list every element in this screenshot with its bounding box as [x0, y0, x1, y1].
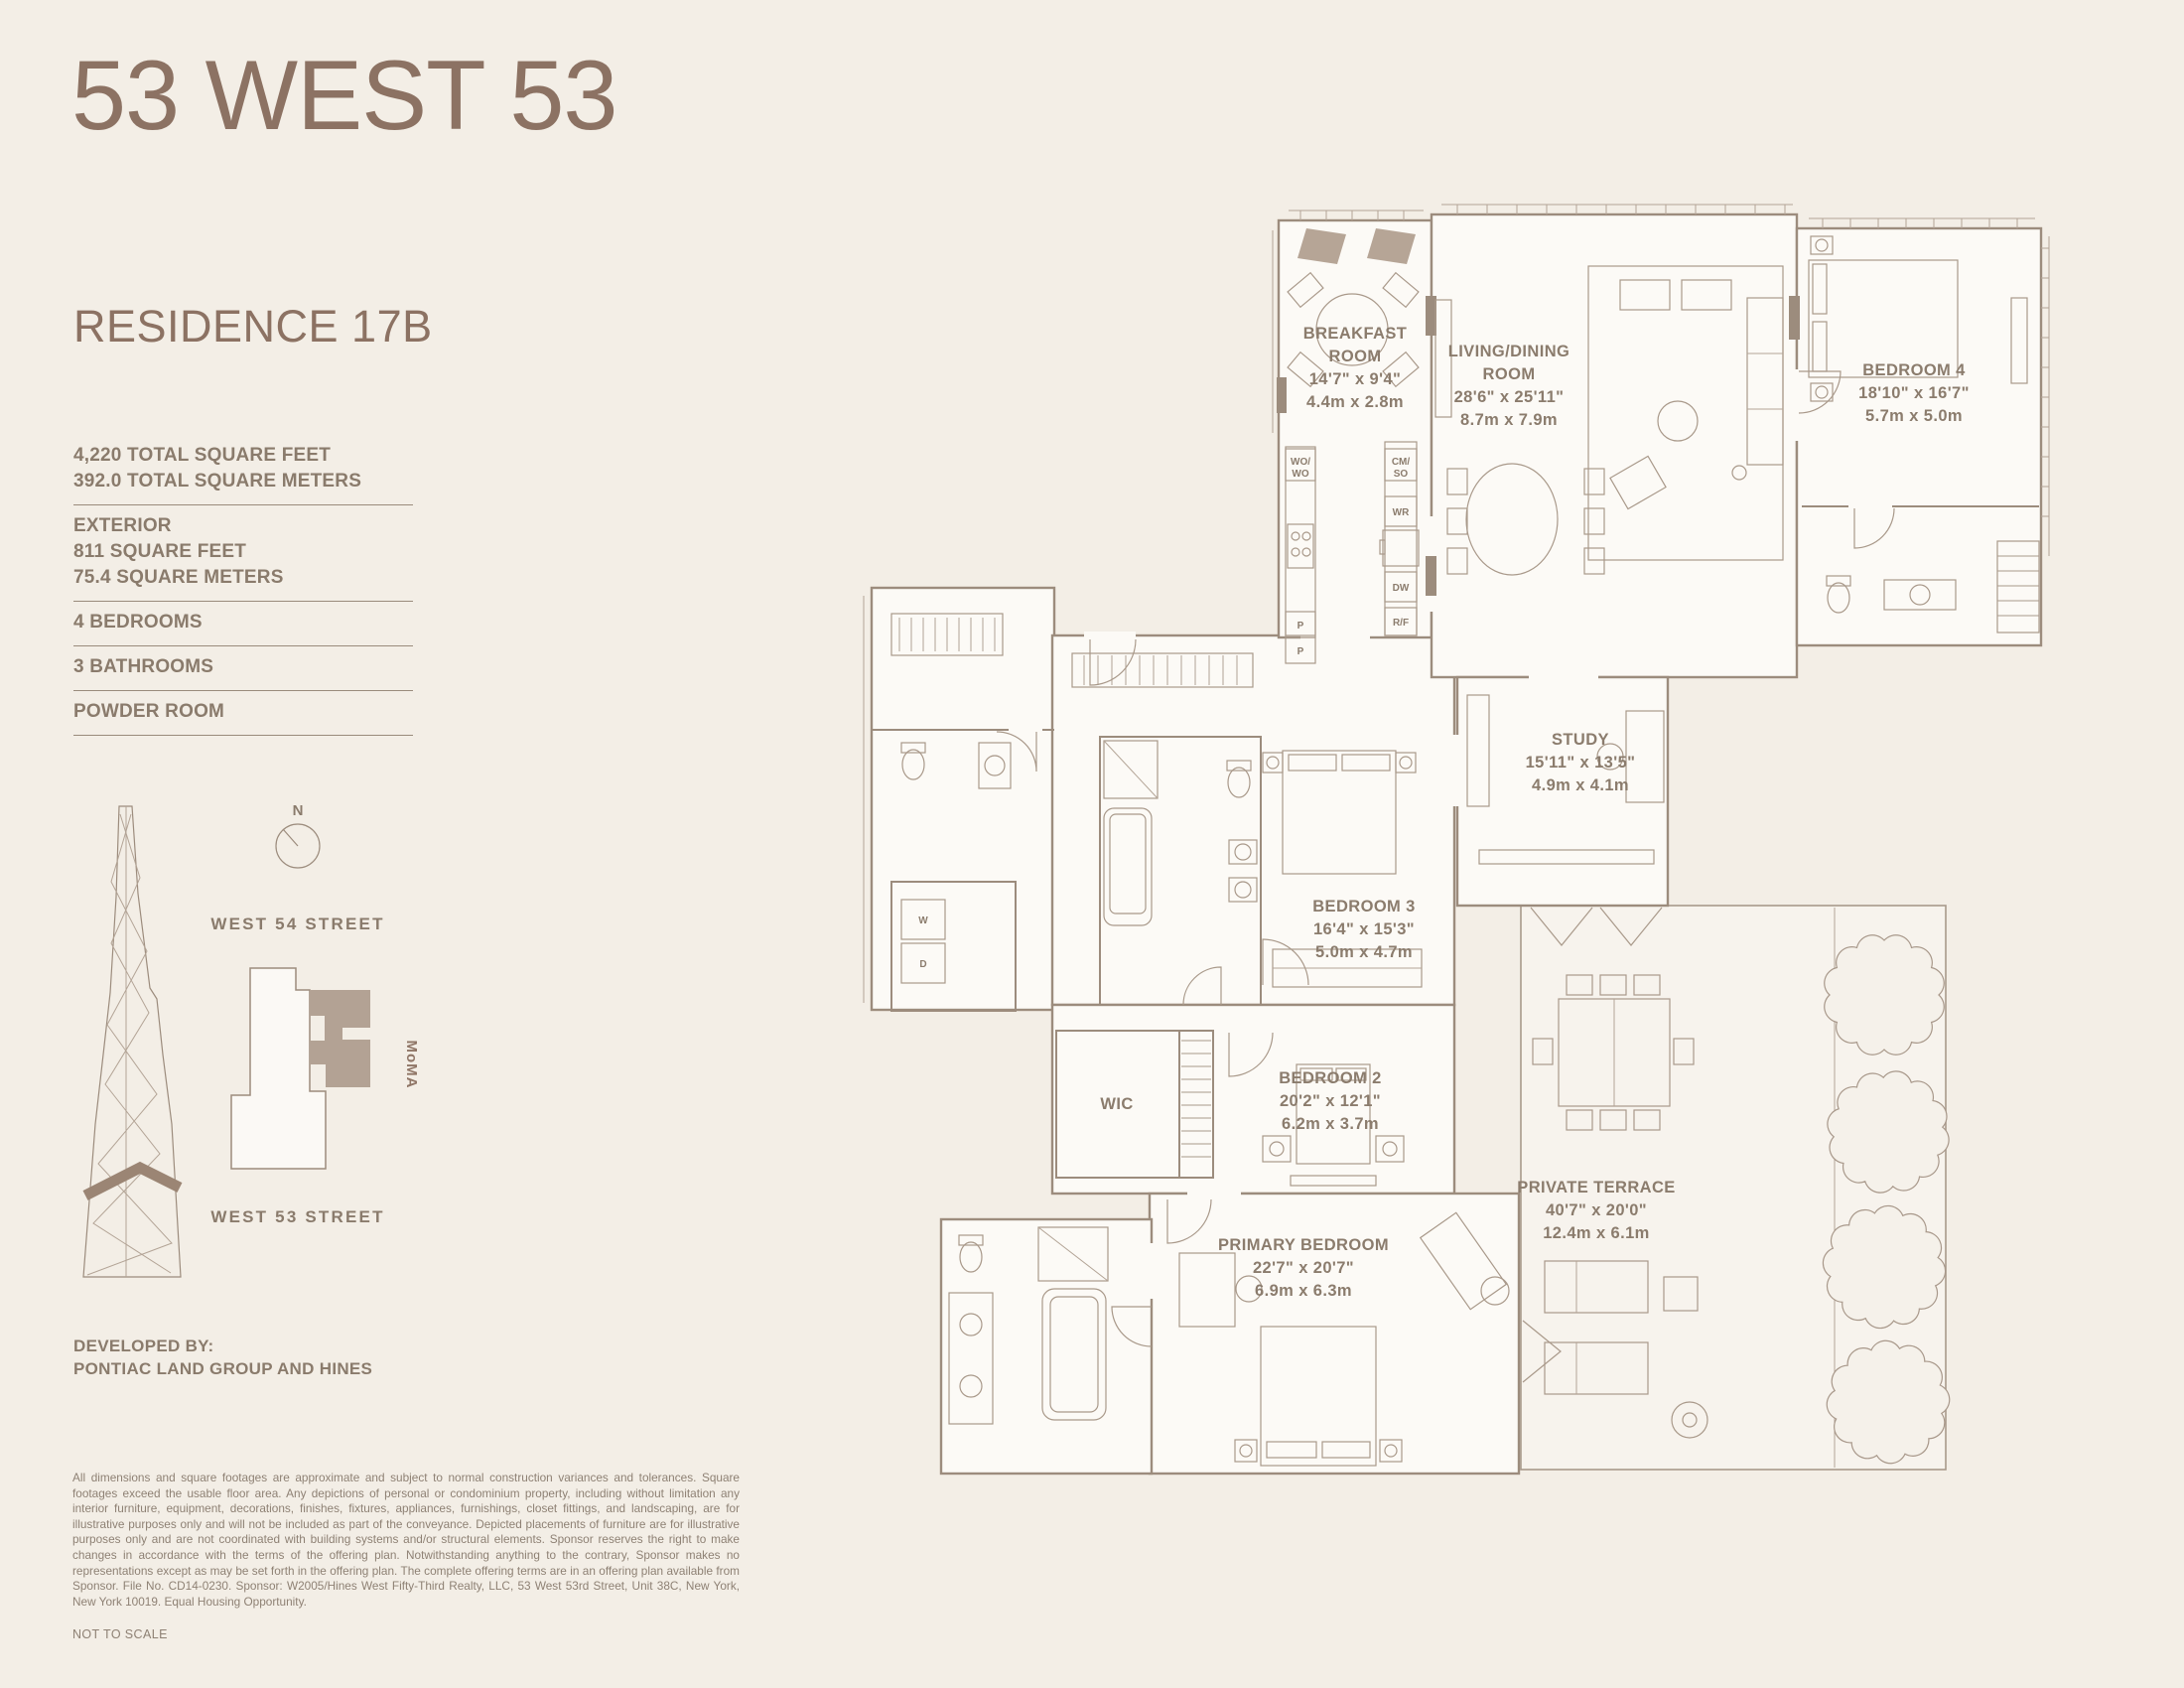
label-dishwasher: DW	[1393, 583, 1410, 594]
room-dims-ft: 18'10" x 16'7"	[1858, 384, 1970, 402]
unit-highlight	[310, 990, 370, 1087]
window-lines	[863, 204, 2050, 1003]
developer-block: DEVELOPED BY: PONTIAC LAND GROUP AND HIN…	[73, 1335, 372, 1380]
columns	[1277, 228, 1800, 596]
legal-disclaimer: All dimensions and square footages are a…	[72, 1471, 740, 1609]
compass-icon: N	[275, 802, 321, 869]
room-dims-ft: 22'7" x 20'7"	[1253, 1259, 1354, 1277]
street-label-west53: WEST 53 STREET	[210, 1207, 384, 1226]
label-dryer: D	[919, 959, 926, 970]
street-label-west54: WEST 54 STREET	[210, 914, 384, 933]
room-dims-m: 6.9m x 6.3m	[1255, 1282, 1352, 1300]
furniture-breakfast	[1287, 271, 1420, 388]
room-label-living-2: ROOM	[1483, 365, 1536, 383]
fixtures-powder	[900, 742, 1012, 789]
fixtures-primary-bath	[948, 1226, 1109, 1425]
room-label-bedroom2: BEDROOM 2	[1279, 1069, 1382, 1087]
room-dims-m: 4.9m x 4.1m	[1532, 776, 1629, 794]
site-footprint	[230, 967, 370, 1170]
scale-note: NOT TO SCALE	[72, 1627, 168, 1641]
room-label-breakfast-2: ROOM	[1329, 348, 1382, 365]
room-label-bedroom4: BEDROOM 4	[1862, 361, 1966, 379]
room-dims-m: 6.2m x 3.7m	[1282, 1115, 1379, 1133]
label-wall-oven-2: WO	[1292, 469, 1308, 480]
tower-sketch-icon	[82, 805, 183, 1278]
pantry-cabinet	[1285, 636, 1316, 664]
kitchen	[1285, 441, 1420, 664]
label-wall-oven: WO/	[1291, 457, 1310, 468]
stat-group-bathrooms: 3 BATHROOMS	[73, 646, 413, 691]
room-label-terrace: PRIVATE TERRACE	[1517, 1179, 1675, 1196]
room-dims-ft: 15'11" x 13'5"	[1526, 754, 1636, 772]
appliance-labels: WO/ WO CM/ SO WR DW P P R/F W D	[918, 457, 1410, 970]
furniture-primary	[1178, 1211, 1510, 1467]
stat-line: POWDER ROOM	[73, 701, 225, 722]
residence-title: RESIDENCE 17B	[73, 301, 433, 352]
stat-group-exterior: EXTERIOR 811 SQUARE FEET 75.4 SQUARE MET…	[73, 505, 413, 602]
moma-label: MoMA	[403, 1041, 420, 1089]
label-fridge: R/F	[1393, 618, 1409, 629]
stat-group-bedrooms: 4 BEDROOMS	[73, 602, 413, 646]
stats-list: 4,220 TOTAL SQUARE FEET 392.0 TOTAL SQUA…	[73, 443, 413, 736]
room-label-bedroom3: BEDROOM 3	[1312, 898, 1416, 915]
room-dims-ft: 14'7" x 9'4"	[1309, 370, 1402, 388]
label-coffee: CM/	[1392, 457, 1411, 468]
gallery-closets	[890, 613, 1254, 688]
room-dims-m: 5.0m x 4.7m	[1315, 943, 1413, 961]
laundry-closet	[900, 899, 946, 984]
location-key: N WEST 54 STREET MoMA WEST 53 STREET	[82, 802, 420, 1278]
stat-line: 3 BATHROOMS	[73, 656, 214, 677]
room-label-living: LIVING/DINING	[1448, 343, 1570, 360]
room-label-primary: PRIMARY BEDROOM	[1218, 1236, 1389, 1254]
building-title: 53 WEST 53	[71, 40, 617, 150]
room-dims-m: 4.4m x 2.8m	[1306, 393, 1404, 411]
stat-line: 4,220 TOTAL SQUARE FEET	[73, 445, 332, 466]
room-dims-ft: 40'7" x 20'0"	[1546, 1201, 1647, 1219]
label-washer: W	[918, 915, 928, 926]
furniture-study	[1466, 694, 1665, 865]
stat-group-powder: POWDER ROOM	[73, 691, 413, 736]
furniture-bedroom3	[1262, 750, 1423, 988]
room-dims-ft: 28'6" x 25'11"	[1454, 388, 1565, 406]
room-dims-ft: 20'2" x 12'1"	[1280, 1092, 1381, 1110]
room-dims-m: 8.7m x 7.9m	[1460, 411, 1558, 429]
stat-line: 75.4 SQUARE METERS	[73, 567, 284, 588]
label-wine-fridge: WR	[1393, 507, 1410, 518]
floorplan: BREAKFAST ROOM 14'7" x 9'4" 4.4m x 2.8m …	[863, 204, 2050, 1476]
label-coffee-2: SO	[1394, 469, 1409, 480]
tree-icon	[1824, 934, 1945, 1055]
stat-line: EXTERIOR	[73, 515, 172, 536]
label-pantry-a: P	[1297, 621, 1304, 632]
furniture-living	[1434, 265, 1784, 576]
stat-group-total: 4,220 TOTAL SQUARE FEET 392.0 TOTAL SQUA…	[73, 443, 413, 505]
room-label-study: STUDY	[1552, 731, 1609, 749]
interior-walls	[872, 505, 2039, 1179]
developer-name: PONTIAC LAND GROUP AND HINES	[73, 1359, 373, 1378]
room-label-wic: WIC	[1100, 1095, 1133, 1113]
label-pantry-b: P	[1297, 646, 1304, 657]
room-labels: BREAKFAST ROOM 14'7" x 9'4" 4.4m x 2.8m …	[1100, 325, 1969, 1300]
developer-label: DEVELOPED BY:	[73, 1336, 214, 1355]
furniture-bedroom2	[1262, 1063, 1405, 1187]
fixtures-bath4	[1826, 540, 2040, 633]
furniture-terrace	[1532, 974, 1708, 1439]
room-label-breakfast: BREAKFAST	[1303, 325, 1407, 343]
stat-line: 811 SQUARE FEET	[73, 541, 247, 562]
stat-line: 392.0 TOTAL SQUARE METERS	[73, 471, 362, 492]
room-dims-ft: 16'4" x 15'3"	[1313, 920, 1415, 938]
doors	[996, 370, 1895, 1383]
fixtures-bath3	[1103, 740, 1258, 926]
room-dims-m: 5.7m x 5.0m	[1865, 407, 1963, 425]
north-label: N	[293, 802, 304, 819]
wardrobe-shelving	[1181, 1040, 1211, 1158]
room-dims-m: 12.4m x 6.1m	[1543, 1224, 1650, 1242]
stat-line: 4 BEDROOMS	[73, 612, 203, 633]
